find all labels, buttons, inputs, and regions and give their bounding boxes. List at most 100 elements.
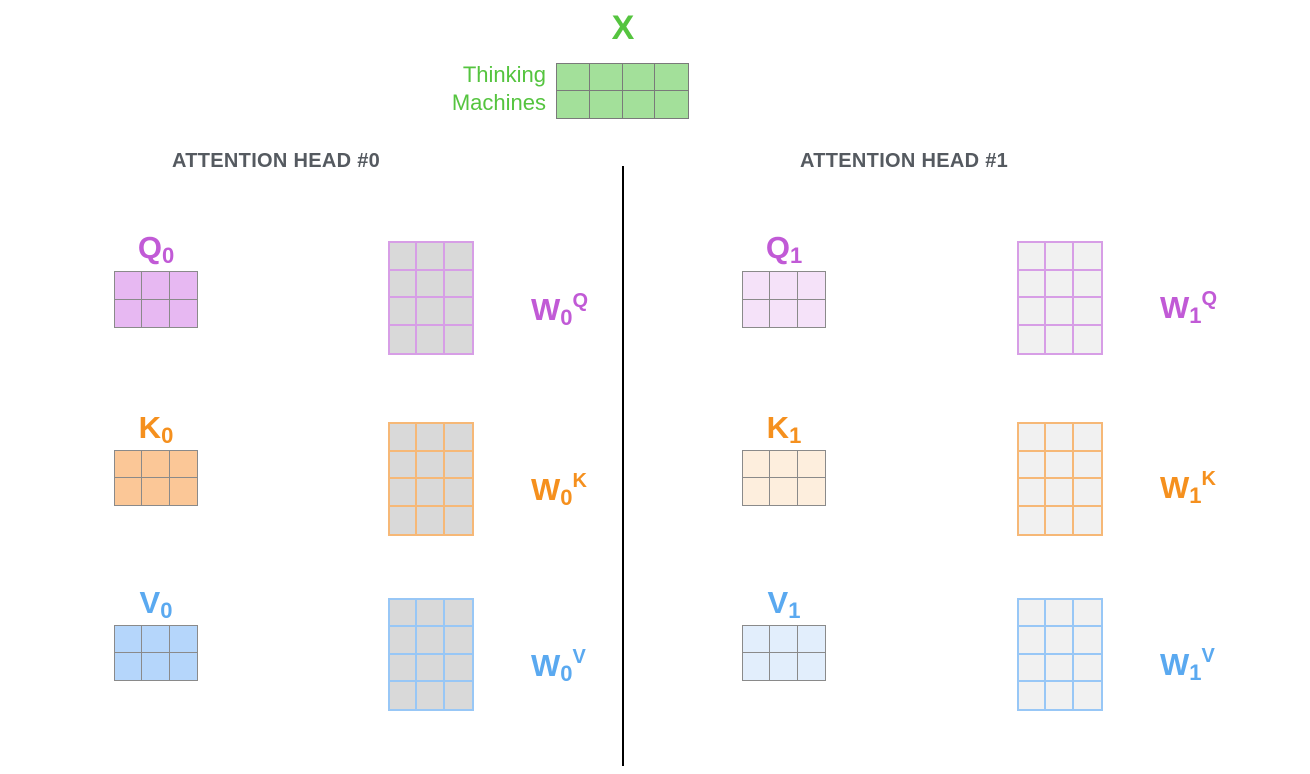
matrix-cell <box>1046 654 1074 682</box>
matrix-cell <box>1046 627 1074 655</box>
matrix-cell <box>444 479 472 507</box>
matrix-cell <box>417 243 445 271</box>
matrix-cell <box>390 654 418 682</box>
matrix-cell <box>169 299 197 327</box>
weight-matrix-wv-head-1 <box>1017 598 1103 711</box>
matrix-cell <box>444 424 472 452</box>
attention-head-1-title: ATTENTION HEAD #1 <box>800 150 1009 172</box>
weight-matrix-wk-head-0 <box>388 422 474 536</box>
matrix-cell <box>115 478 143 505</box>
matrix-cell <box>390 243 418 271</box>
query-matrix-head-0 <box>114 271 198 328</box>
matrix-cell <box>444 681 472 709</box>
matrix-cell <box>1046 424 1074 452</box>
matrix-cell <box>1019 243 1047 271</box>
matrix-cell <box>115 451 143 478</box>
matrix-cell <box>1046 681 1074 709</box>
matrix-cell <box>444 243 472 271</box>
matrix-cell <box>743 478 771 505</box>
matrix-cell <box>1073 424 1101 452</box>
query-matrix-label-head-0: Q0 <box>137 230 175 268</box>
matrix-cell <box>557 91 590 118</box>
matrix-cell <box>743 451 771 478</box>
matrix-cell <box>1019 424 1047 452</box>
matrix-cell <box>1019 627 1047 655</box>
matrix-cell <box>169 653 197 680</box>
matrix-cell <box>417 424 445 452</box>
matrix-cell <box>1073 325 1101 353</box>
matrix-cell <box>1073 681 1101 709</box>
matrix-cell <box>417 681 445 709</box>
matrix-cell <box>1073 451 1101 479</box>
query-matrix-head-1 <box>742 271 826 328</box>
matrix-cell <box>444 451 472 479</box>
matrix-cell <box>1073 627 1101 655</box>
matrix-cell <box>390 681 418 709</box>
matrix-cell <box>557 64 590 91</box>
matrix-cell <box>743 626 771 653</box>
weight-label-wq-head-0: W0Q <box>531 290 589 330</box>
matrix-cell <box>1073 270 1101 298</box>
matrix-cell <box>115 299 143 327</box>
matrix-cell <box>417 298 445 326</box>
matrix-cell <box>390 479 418 507</box>
matrix-cell <box>797 451 825 478</box>
matrix-cell <box>390 627 418 655</box>
matrix-cell <box>417 325 445 353</box>
matrix-cell <box>1019 451 1047 479</box>
matrix-cell <box>1073 506 1101 534</box>
matrix-cell <box>444 654 472 682</box>
matrix-cell <box>444 627 472 655</box>
weight-matrix-wq-head-1 <box>1017 241 1103 355</box>
weight-matrix-wq-head-0 <box>388 241 474 355</box>
matrix-cell <box>1019 270 1047 298</box>
matrix-cell <box>1046 479 1074 507</box>
matrix-cell <box>417 627 445 655</box>
weight-matrix-wk-head-1 <box>1017 422 1103 536</box>
matrix-cell <box>1073 654 1101 682</box>
matrix-cell <box>1019 298 1047 326</box>
matrix-cell <box>417 479 445 507</box>
matrix-cell <box>390 270 418 298</box>
key-matrix-head-1 <box>742 450 826 506</box>
matrix-cell <box>390 298 418 326</box>
matrix-cell <box>797 272 825 300</box>
matrix-cell <box>142 299 170 327</box>
attention-head-0-title: ATTENTION HEAD #0 <box>172 150 381 172</box>
matrix-cell <box>589 64 623 91</box>
matrix-cell <box>1073 243 1101 271</box>
matrix-cell <box>142 653 170 680</box>
matrix-cell <box>622 64 656 91</box>
matrix-cell <box>169 626 197 653</box>
matrix-cell <box>417 600 445 628</box>
matrix-cell <box>743 272 771 300</box>
matrix-cell <box>444 600 472 628</box>
matrix-cell <box>115 272 143 300</box>
matrix-cell <box>1073 600 1101 628</box>
matrix-cell <box>390 325 418 353</box>
matrix-cell <box>770 272 798 300</box>
weight-label-wv-head-1: W1V <box>1160 645 1215 685</box>
matrix-cell <box>1046 600 1074 628</box>
matrix-cell <box>622 91 656 118</box>
matrix-cell <box>1019 600 1047 628</box>
matrix-cell <box>390 600 418 628</box>
weight-label-wv-head-0: W0V <box>531 646 586 686</box>
matrix-cell <box>417 506 445 534</box>
matrix-cell <box>142 626 170 653</box>
query-matrix-label-head-1: Q1 <box>765 230 803 268</box>
weight-label-wk-head-1: W1K <box>1160 468 1216 508</box>
matrix-cell <box>417 451 445 479</box>
weight-label-wk-head-0: W0K <box>531 470 587 510</box>
matrix-cell <box>1019 681 1047 709</box>
matrix-cell <box>1046 325 1074 353</box>
matrix-cell <box>1046 298 1074 326</box>
matrix-cell <box>1019 654 1047 682</box>
matrix-cell <box>770 478 798 505</box>
matrix-cell <box>390 506 418 534</box>
matrix-cell <box>1046 451 1074 479</box>
matrix-cell <box>1046 506 1074 534</box>
matrix-cell <box>655 91 688 118</box>
key-matrix-head-0 <box>114 450 198 506</box>
matrix-cell <box>142 451 170 478</box>
